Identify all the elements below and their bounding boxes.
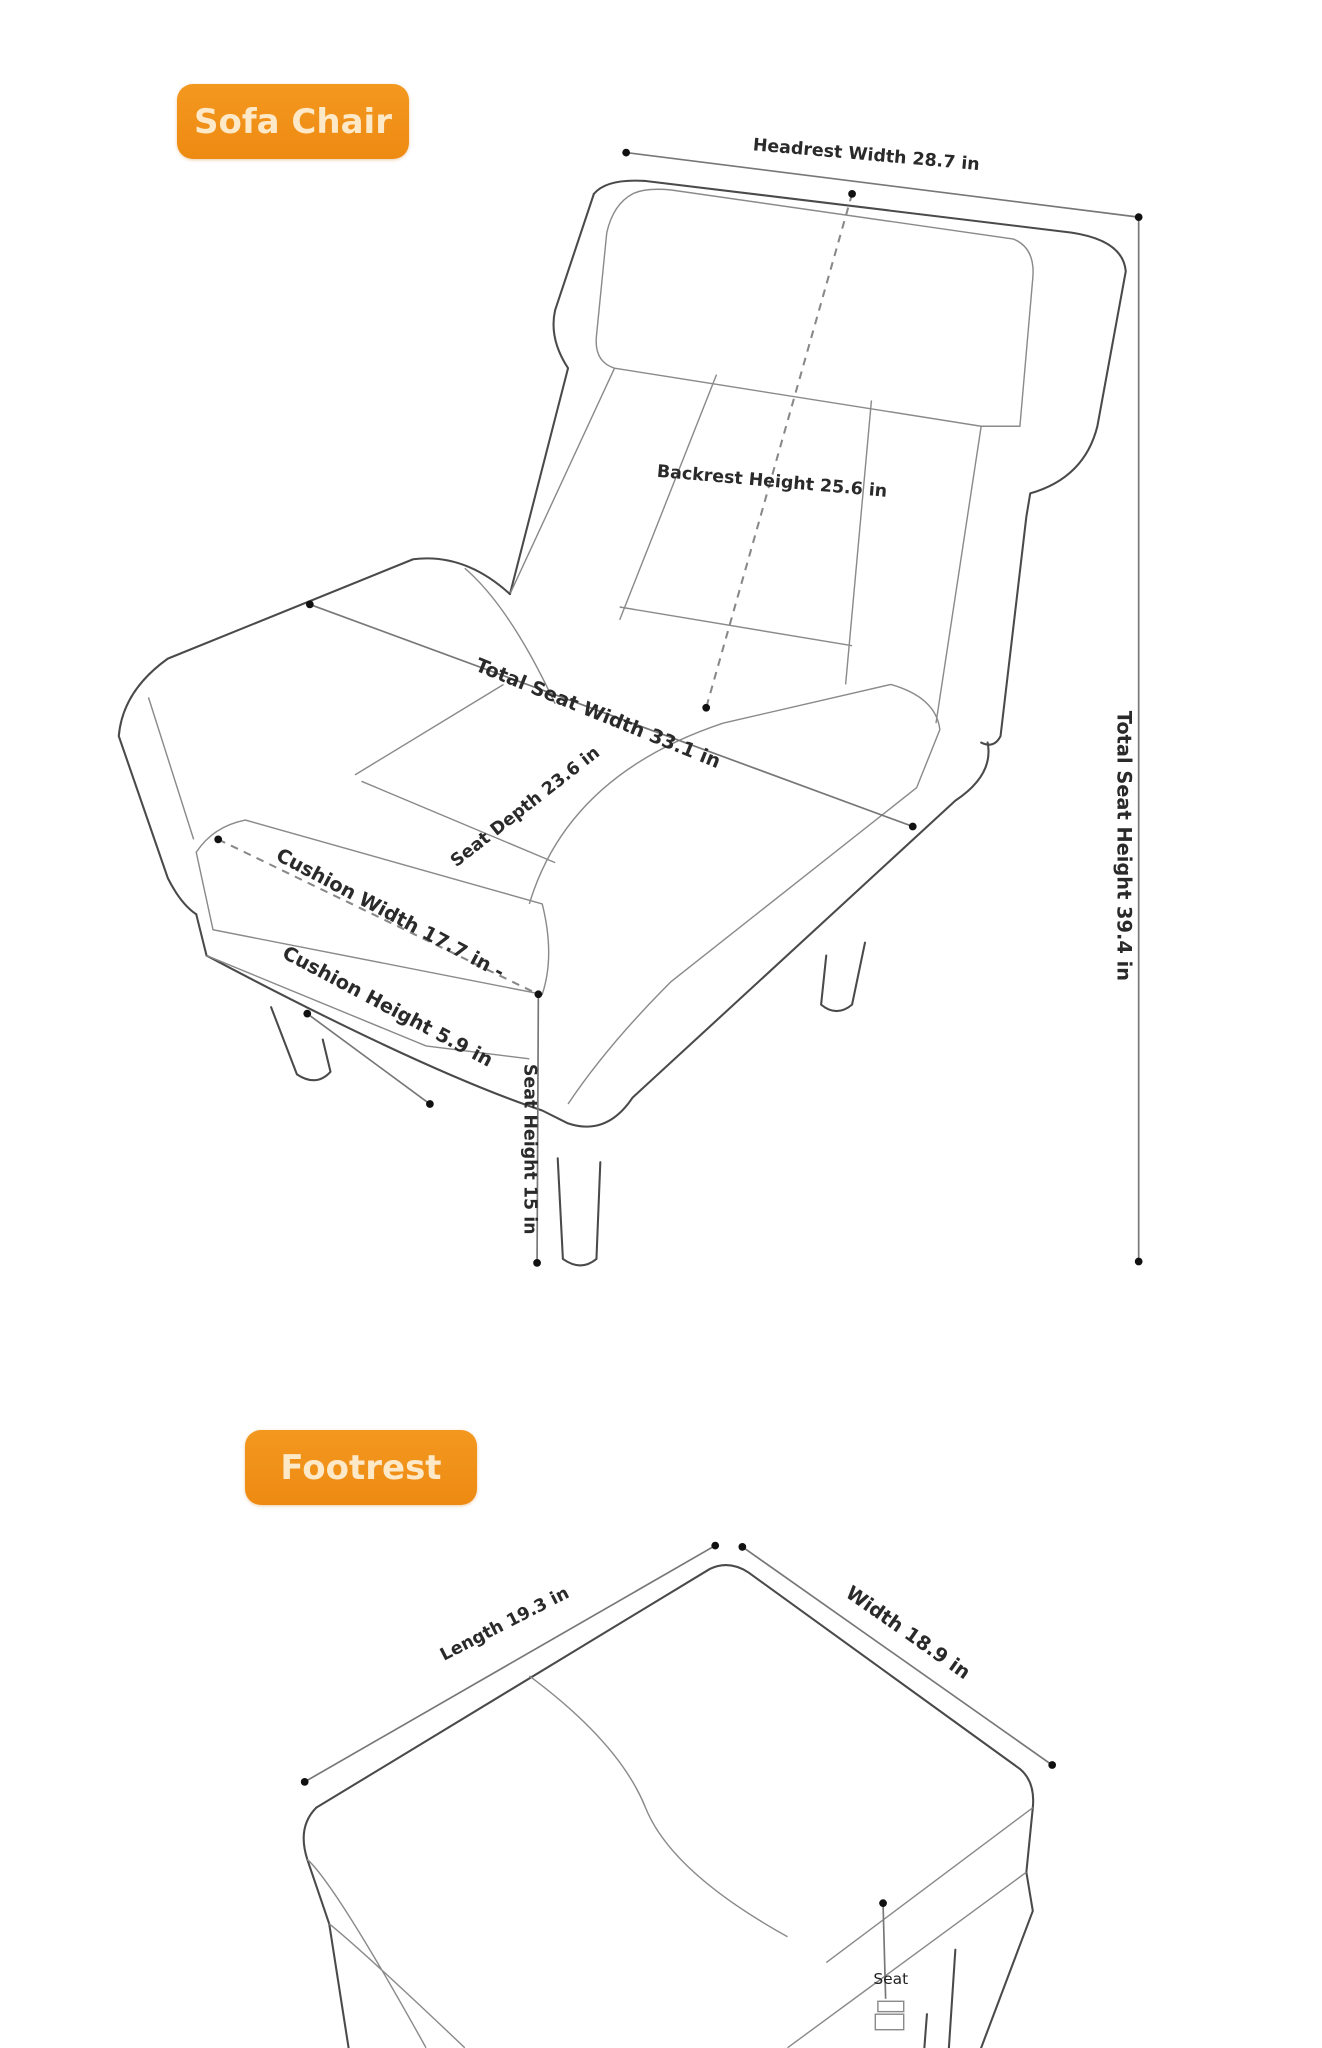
footrest-title: Footrest: [280, 1447, 442, 1488]
sofa-chair-title-badge: Sofa Chair: [177, 84, 409, 159]
cushion-height-line: [306, 1012, 431, 1105]
length-line: [304, 1544, 716, 1783]
backrest-height-line: [705, 193, 854, 708]
footrest-measurement-dots: [300, 1541, 1057, 1908]
sofa-chair-title: Sofa Chair: [194, 101, 392, 142]
width-label: Width 18.9 in: [842, 1581, 975, 1684]
total-seat-width-line: [309, 603, 914, 828]
headrest-width-label: Headrest Width 28.7 in: [752, 135, 980, 175]
backrest-height-label: Backrest Height 25.6 in: [656, 462, 888, 502]
seat-height-label: Seat Height 15 in: [519, 1064, 539, 1235]
headrest-width-line: [626, 151, 1139, 218]
seat-label: Seat: [873, 1970, 908, 1988]
sofa-chair-drawing: [117, 179, 1127, 1267]
total-seat-height-label: Total Seat Height 39.4 in: [1113, 711, 1136, 981]
footrest-seat-line: [882, 1903, 887, 1999]
cushion-width-line: [217, 838, 539, 996]
seat-height-line: [536, 994, 540, 1263]
length-label: Length 19.3 in: [437, 1583, 573, 1665]
width-line: [741, 1546, 1053, 1766]
measurement-dots: [214, 148, 1143, 1267]
footrest-drawing: [302, 1564, 1035, 2048]
seat-depth-label: Seat Depth 23.6 in: [447, 743, 604, 872]
footrest-title-badge: Footrest: [245, 1430, 477, 1505]
